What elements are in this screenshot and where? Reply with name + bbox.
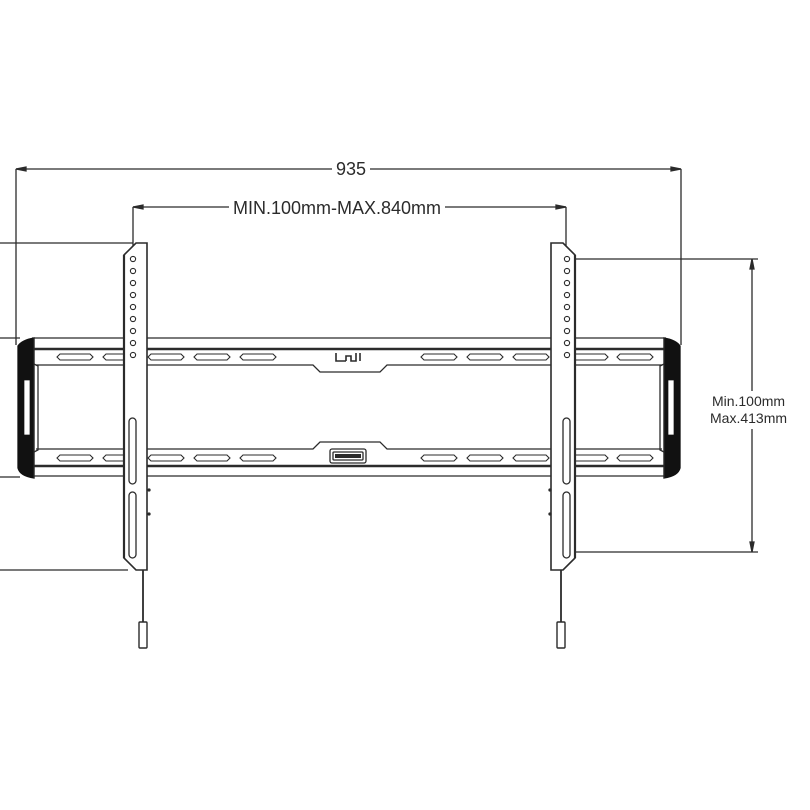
right-safety-cord (556, 570, 566, 649)
brand-logo-icon (335, 353, 361, 362)
vertical-vesa-min: Min.100mm (711, 393, 786, 409)
arm-mounting-holes (563, 255, 571, 359)
right-vertical-arm (548, 242, 577, 571)
left-safety-cord (138, 570, 148, 649)
vertical-vesa-max: Max.413mm (710, 410, 788, 426)
horizontal-vesa-label: MIN.100mm-MAX.840mm (229, 199, 446, 217)
left-vertical-arm (122, 242, 151, 571)
left-reference-lines (0, 242, 133, 571)
overall-width-dimension (15, 166, 682, 345)
vertical-vesa-label: Min.100mm Max.413mm (708, 391, 790, 429)
handle-slot (329, 448, 367, 464)
right-end-cap (659, 337, 681, 479)
left-end-cap (17, 337, 39, 479)
overall-width-label: 935 (332, 160, 371, 178)
top-rail-slots (56, 353, 654, 361)
arm-mounting-holes (129, 255, 137, 359)
